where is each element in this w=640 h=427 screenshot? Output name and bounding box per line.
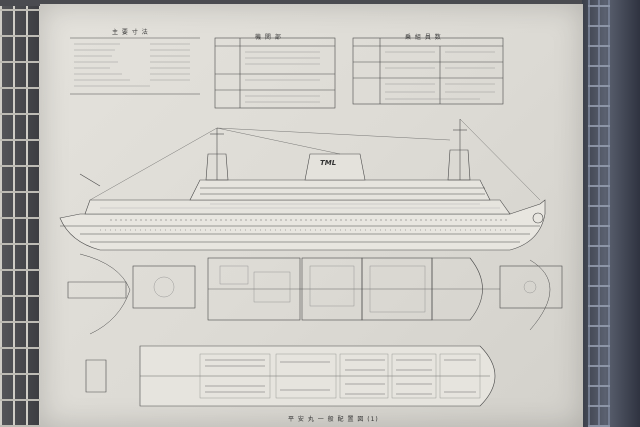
ceiling-edge (0, 0, 640, 6)
spec-table-engine (214, 37, 336, 109)
display-rail-right (588, 0, 610, 427)
deck-plan-row-middle (67, 253, 563, 335)
ship-drawing (59, 37, 563, 407)
funnel-logo: TML (320, 159, 337, 167)
spec-table-crew (352, 37, 504, 105)
table-title-crew: 乗 組 員 数 (405, 34, 442, 41)
table-title-dimensions: 主 要 寸 法 (112, 29, 149, 36)
drawing-caption: 平 安 丸 一 般 配 置 図 (1) (288, 416, 379, 423)
table-title-engine: 機 関 部 (255, 34, 282, 41)
deck-plan-bottom (85, 345, 496, 407)
ship-side-elevation (59, 118, 546, 251)
blueprint-panel: 主 要 寸 法 機 関 部 乗 組 員 数 TML 平 安 丸 一 般 配 置 … (40, 4, 583, 427)
spec-table-dimensions (70, 37, 200, 95)
wall-grid-left (0, 0, 40, 427)
